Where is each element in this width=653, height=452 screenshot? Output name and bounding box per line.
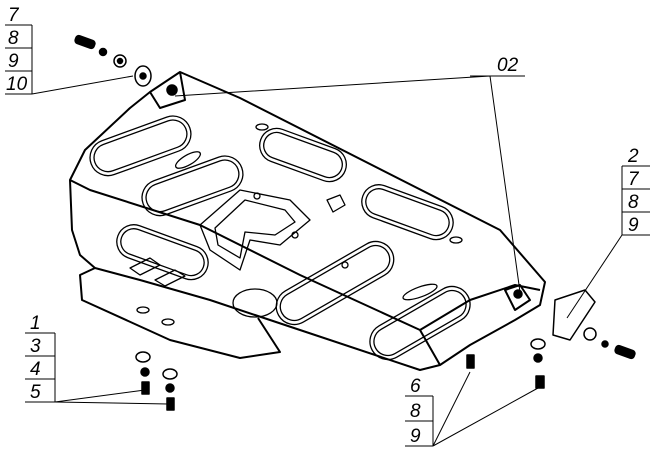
callout-right-2: 2 xyxy=(628,146,639,167)
callout-right-8: 8 xyxy=(628,192,639,213)
callout-1: 1 xyxy=(30,313,41,334)
callout-4: 4 xyxy=(30,359,41,380)
callout-5: 5 xyxy=(30,382,41,403)
callout-right-9: 9 xyxy=(628,215,639,236)
callout-8: 8 xyxy=(8,28,19,49)
callout-9: 9 xyxy=(8,51,19,72)
callout-6: 6 xyxy=(410,376,421,397)
callout-bottom-9: 9 xyxy=(410,426,421,447)
callout-3: 3 xyxy=(30,336,41,357)
callout-grid-lines xyxy=(5,24,650,447)
leader-lines xyxy=(31,75,623,447)
callout-02: 02 xyxy=(497,55,519,76)
callout-10: 10 xyxy=(6,74,28,95)
callout-bottom-8: 8 xyxy=(410,401,421,422)
callout-right-7: 7 xyxy=(628,169,639,190)
fasteners xyxy=(74,34,636,411)
skid-plate xyxy=(69,71,546,371)
stamped-slots xyxy=(89,115,471,361)
callout-7: 7 xyxy=(8,5,19,26)
